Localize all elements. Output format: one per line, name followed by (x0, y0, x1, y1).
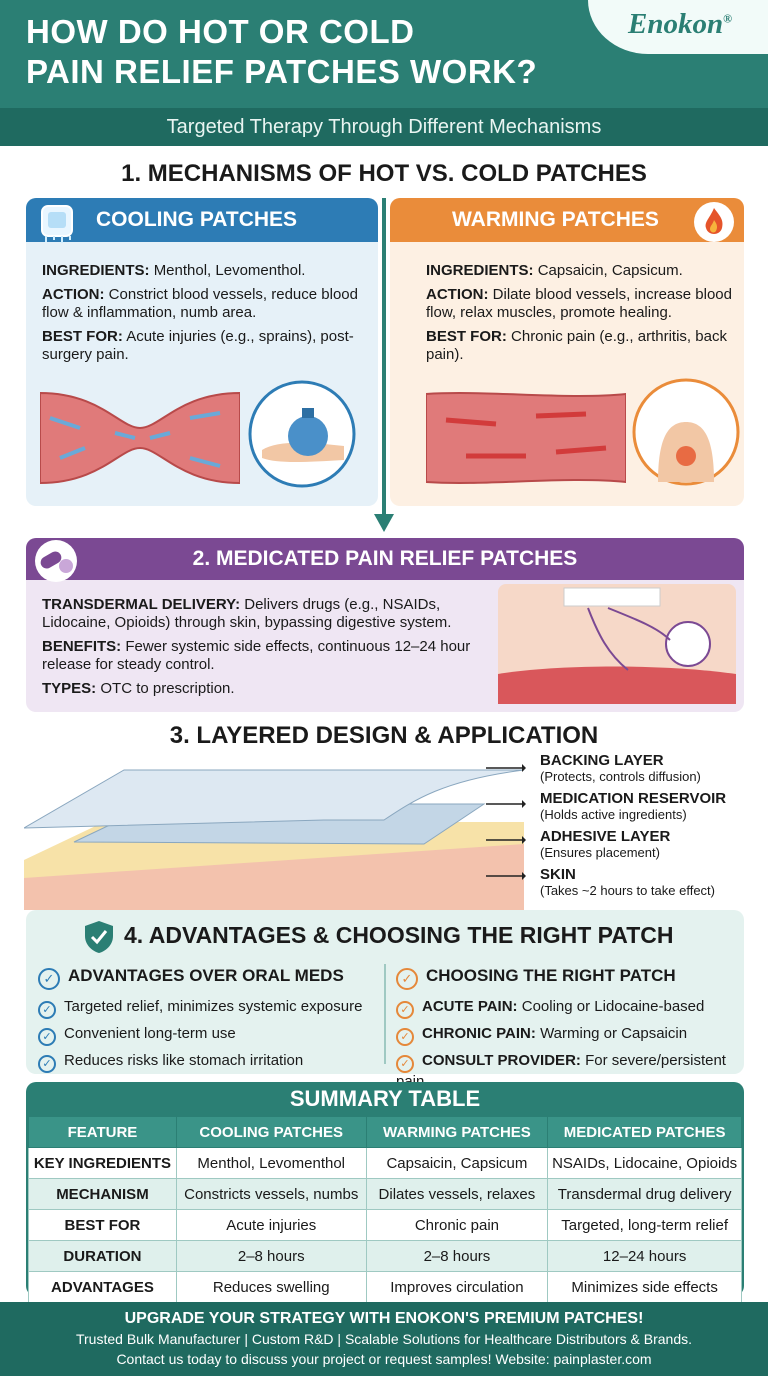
table-cell: Minimizes side effects (547, 1271, 742, 1303)
back-pain-icon (632, 378, 740, 486)
advantage-item: ✓Convenient long-term use (38, 1025, 378, 1046)
table-cell: KEY INGREDIENTS (28, 1147, 177, 1179)
table-row: MECHANISM Constricts vessels, numbs Dila… (28, 1178, 742, 1210)
table-cell: Acute injuries (175, 1209, 367, 1241)
summary-table: FEATURE COOLING PATCHES WARMING PATCHES … (28, 1116, 742, 1303)
column-divider (384, 964, 386, 1064)
check-circle-icon: ✓ (38, 1001, 56, 1019)
table-cell: Improves circulation (365, 1271, 549, 1303)
footer-banner (0, 1302, 768, 1376)
cooling-card-text: INGREDIENTS: Menthol, Levomenthol. ACTIO… (42, 262, 358, 363)
table-row: BEST FOR Acute injuries Chronic pain Tar… (28, 1209, 742, 1241)
table-cell: BEST FOR (28, 1209, 177, 1241)
choosing-column: ✓CHOOSING THE RIGHT PATCH ✓ACUTE PAIN: C… (396, 966, 742, 1090)
table-cell: 2–8 hours (175, 1240, 367, 1272)
layer-backing: BACKING LAYER (Protects, controls diffus… (540, 752, 701, 784)
table-cell: Dilates vessels, relaxes (365, 1178, 549, 1210)
medicated-card-header (26, 538, 744, 580)
dilated-vessel-illustration (425, 390, 627, 486)
check-circle-icon: ✓ (396, 1055, 414, 1073)
ice-cube-icon (32, 200, 82, 244)
advantages-column: ✓ADVANTAGES OVER ORAL MEDS ✓Targeted rel… (38, 966, 378, 1073)
layer-reservoir: MEDICATION RESERVOIR (Holds active ingre… (540, 790, 727, 822)
page-subtitle: Targeted Therapy Through Different Mecha… (166, 116, 602, 138)
arrow-down-icon (372, 198, 396, 534)
choosing-item: ✓CHRONIC PAIN: Warming or Capsaicin (396, 1025, 742, 1046)
ice-pack-icon (248, 380, 356, 488)
table-cell: 2–8 hours (365, 1240, 549, 1272)
column-header: MEDICATED PATCHES (547, 1116, 742, 1148)
section4-title: 4. ADVANTAGES & CHOOSING THE RIGHT PATCH (124, 922, 674, 948)
cooling-card-header (26, 198, 378, 242)
column-header: FEATURE (28, 1116, 177, 1148)
page-title: HOW DO HOT OR COLD PAIN RELIEF PATCHES W… (26, 13, 538, 90)
table-row: DURATION 2–8 hours 2–8 hours 12–24 hours (28, 1240, 742, 1272)
layer-labels: BACKING LAYER (Protects, controls diffus… (540, 752, 766, 904)
warming-card-title: WARMING PATCHES (452, 208, 659, 231)
advantages-heading: ✓ADVANTAGES OVER ORAL MEDS (38, 966, 378, 990)
cooling-card-title: COOLING PATCHES (96, 208, 298, 231)
choosing-item: ✓ACUTE PAIN: Cooling or Lidocaine-based (396, 998, 742, 1019)
footer-line-2: Trusted Bulk Manufacturer | Custom R&D |… (75, 1331, 692, 1347)
choosing-item: ✓CONSULT PROVIDER: For severe/persistent… (396, 1052, 742, 1090)
advantage-item: ✓Reduces risks like stomach irritation (38, 1052, 378, 1073)
summary-table-title: SUMMARY TABLE (289, 1086, 481, 1111)
layered-patch-illustration (23, 760, 525, 910)
check-circle-icon: ✓ (38, 968, 60, 990)
table-cell: Menthol, Levomenthol (175, 1147, 367, 1179)
section2-title: 2. MEDICATED PAIN RELIEF PATCHES (192, 547, 578, 570)
table-cell: NSAIDs, Lidocaine, Opioids (547, 1147, 742, 1179)
warming-card-header (390, 198, 744, 242)
layer-adhesive: ADHESIVE LAYER (Ensures placement) (540, 828, 671, 860)
table-cell: Chronic pain (365, 1209, 549, 1241)
logo-container (588, 0, 768, 54)
layer-pointers (486, 762, 526, 892)
transdermal-illustration (498, 584, 736, 704)
table-cell: DURATION (28, 1240, 177, 1272)
check-circle-icon: ✓ (396, 1001, 414, 1019)
footer-line-3: Contact us today to discuss your project… (116, 1351, 652, 1367)
check-circle-icon: ✓ (396, 1028, 414, 1046)
table-cell: ADVANTAGES (28, 1271, 177, 1303)
table-row: KEY INGREDIENTS Menthol, Levomenthol Cap… (28, 1147, 742, 1179)
warming-card-text: INGREDIENTS: Capsaicin, Capsicum. ACTION… (426, 262, 732, 363)
column-header: COOLING PATCHES (175, 1116, 367, 1148)
brand-logo: Enokon® (628, 8, 733, 40)
section1-title: 1. MECHANISMS OF HOT VS. COLD PATCHES (121, 160, 647, 187)
table-cell: Capsaicin, Capsicum (365, 1147, 549, 1179)
check-circle-icon: ✓ (38, 1055, 56, 1073)
table-cell: MECHANISM (28, 1178, 177, 1210)
constricted-vessel-illustration (39, 388, 241, 488)
subtitle-band (0, 108, 768, 146)
table-cell: 12–24 hours (547, 1240, 742, 1272)
table-cell: Targeted, long-term relief (547, 1209, 742, 1241)
table-cell: Constricts vessels, numbs (175, 1178, 367, 1210)
choosing-heading: ✓CHOOSING THE RIGHT PATCH (396, 966, 742, 990)
table-cell: Transdermal drug delivery (547, 1178, 742, 1210)
check-circle-icon: ✓ (38, 1028, 56, 1046)
section3-title: 3. LAYERED DESIGN & APPLICATION (169, 722, 599, 749)
medicated-card-text: TRANSDERMAL DELIVERY: Delivers drugs (e.… (42, 596, 471, 697)
advantage-item: ✓Targeted relief, minimizes systemic exp… (38, 998, 378, 1019)
capsule-icon (28, 538, 84, 584)
flame-icon (690, 200, 738, 244)
table-cell: Reduces swelling (175, 1271, 367, 1303)
shield-check-icon (84, 920, 114, 954)
footer-headline: UPGRADE YOUR STRATEGY WITH ENOKON'S PREM… (124, 1310, 644, 1327)
check-circle-icon: ✓ (396, 968, 418, 990)
table-header-row: FEATURE COOLING PATCHES WARMING PATCHES … (28, 1116, 742, 1148)
column-header: WARMING PATCHES (365, 1116, 549, 1148)
table-row: ADVANTAGES Reduces swelling Improves cir… (28, 1271, 742, 1303)
layer-skin: SKIN (Takes ~2 hours to take effect) (540, 866, 715, 898)
